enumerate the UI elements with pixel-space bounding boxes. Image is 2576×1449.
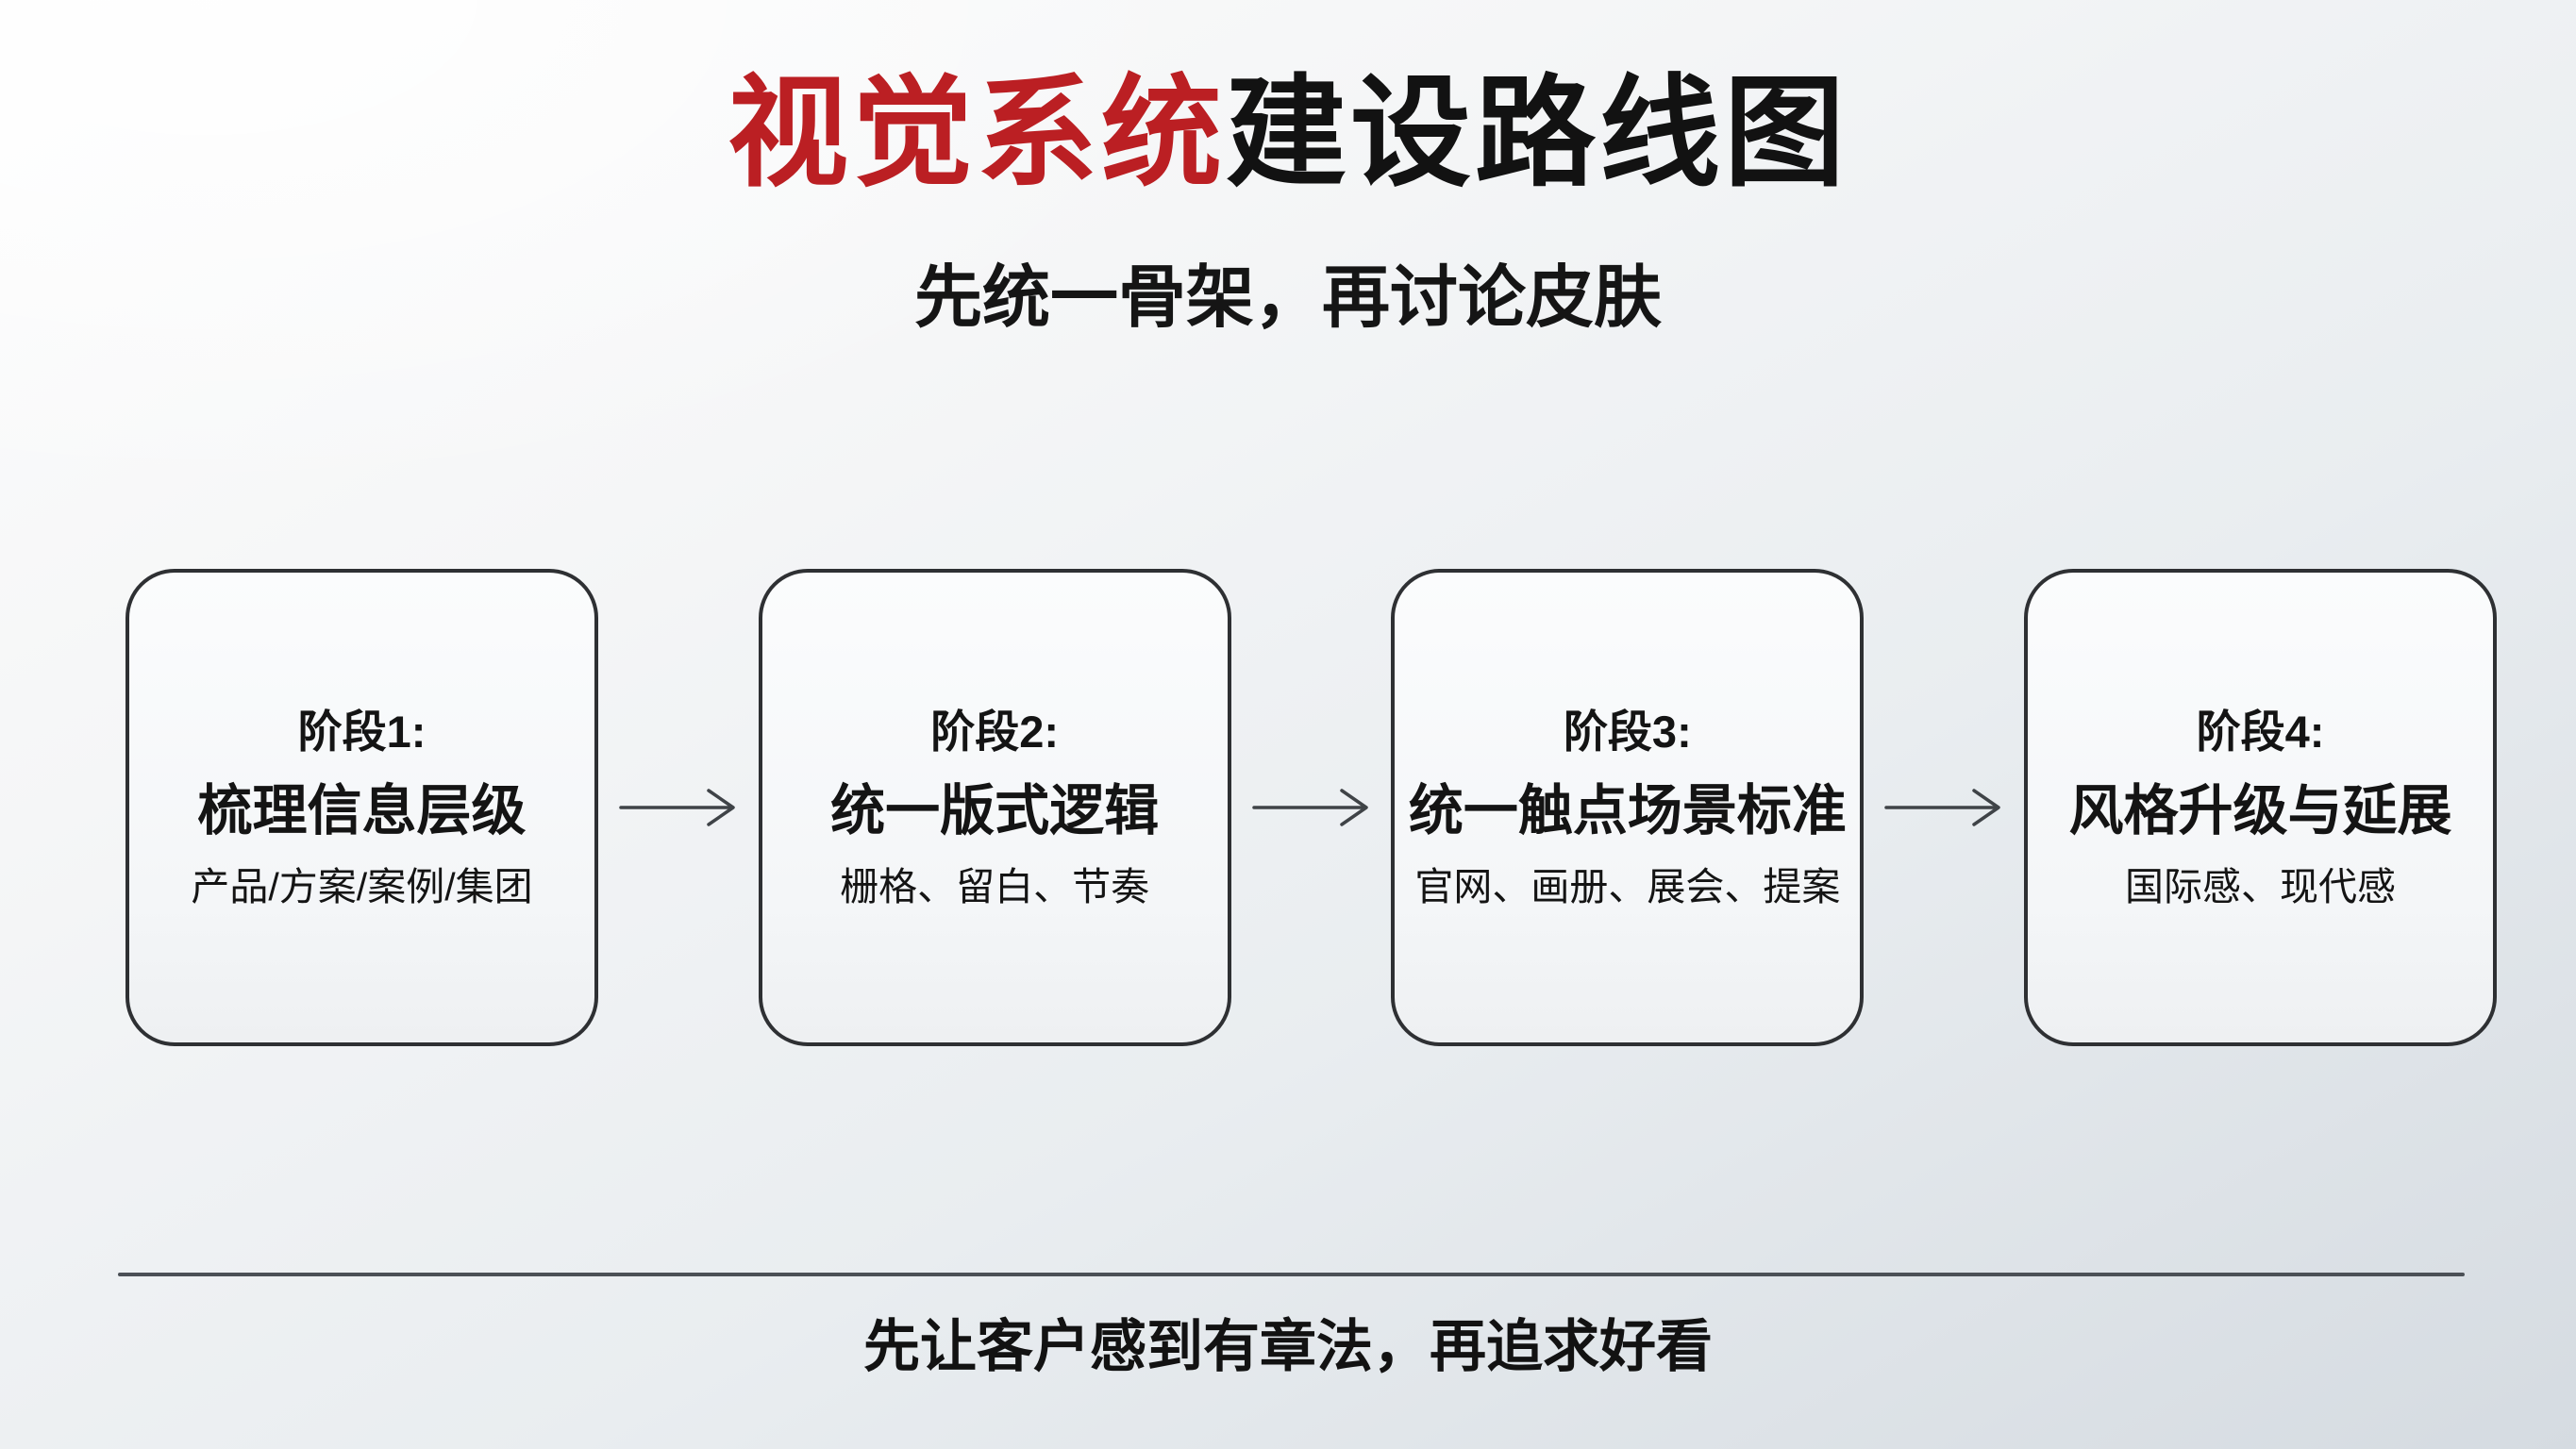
flow-arrow-3 (1864, 786, 2024, 829)
right-arrow-icon (619, 789, 735, 826)
page-title-rest: 建设路线图 (1226, 66, 1849, 201)
stage-card-3: 阶段3: 统一触点场景标准 官网、画册、展会、提案 (1382, 569, 1865, 1059)
page-title: 视觉系统建设路线图 (0, 0, 2576, 209)
stage-3-label: 阶段3: (1563, 706, 1692, 757)
stage-card-4: 阶段4: 风格升级与延展 国际感、现代感 (2016, 569, 2498, 1059)
stage-4-detail: 国际感、现代感 (2125, 864, 2397, 908)
stage-3-detail: 官网、画册、展会、提案 (1414, 864, 1841, 908)
footer-divider (118, 1273, 2465, 1276)
stage-2-detail: 栅格、留白、节奏 (840, 864, 1150, 908)
stage-4-label: 阶段4: (2196, 706, 2325, 757)
stage-1-name: 梳理信息层级 (197, 779, 527, 841)
flow-arrow-1 (598, 786, 759, 829)
footer-note: 先让客户感到有章法，再追求好看 (863, 1315, 1713, 1378)
stage-card-1: 阶段1: 梳理信息层级 产品/方案/案例/集团 (117, 569, 598, 1059)
roadmap-flow: 阶段1: 梳理信息层级 产品/方案/案例/集团 阶段2: 统一版式逻辑 栅格、留… (117, 569, 2498, 1059)
right-arrow-icon (1884, 789, 2000, 826)
stage-1-detail: 产品/方案/案例/集团 (191, 864, 533, 908)
stage-1-label: 阶段1: (297, 706, 427, 757)
right-arrow-icon (1251, 789, 1368, 826)
page-title-highlight: 视觉系统 (727, 66, 1226, 201)
stage-2-label: 阶段2: (930, 706, 1060, 757)
flow-arrow-2 (1231, 786, 1392, 829)
page-subtitle: 先统一骨架，再讨论皮肤 (913, 260, 1662, 336)
stage-card-2: 阶段2: 统一版式逻辑 栅格、留白、节奏 (749, 569, 1231, 1059)
stage-3-name: 统一触点场景标准 (1408, 779, 1847, 841)
stage-2-name: 统一版式逻辑 (830, 779, 1160, 841)
stage-4-name: 风格升级与延展 (2068, 779, 2452, 841)
